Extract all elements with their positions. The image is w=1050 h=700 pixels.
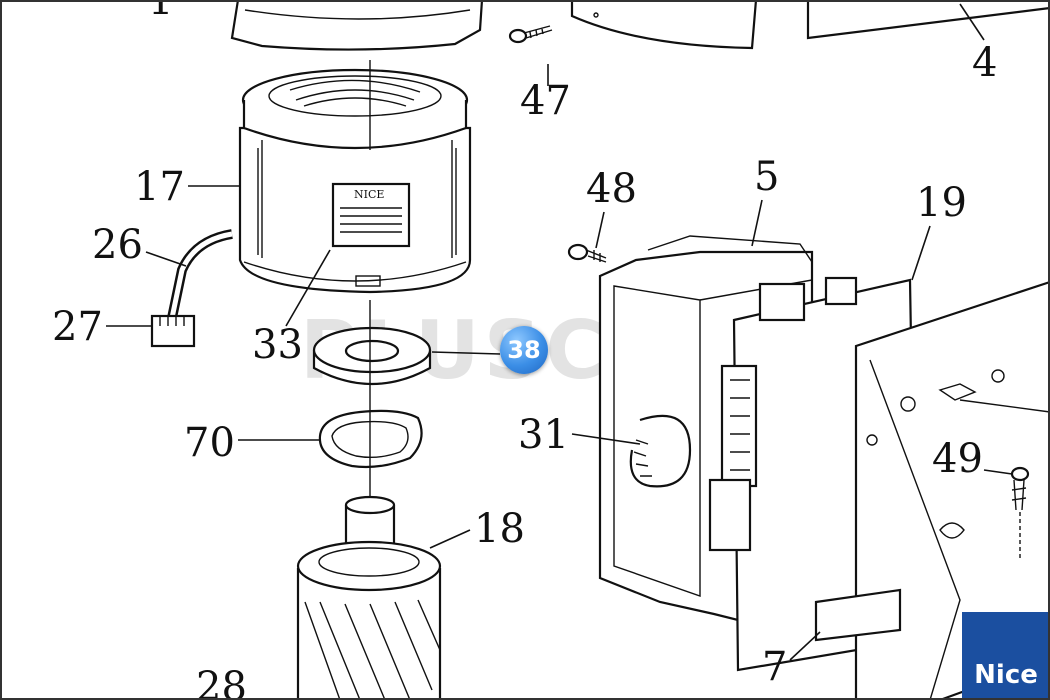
gasket-70[interactable]: [318, 409, 423, 469]
callout-31: 31: [518, 412, 569, 458]
callout-70: 70: [184, 420, 235, 466]
callout-17: 17: [134, 164, 185, 210]
motor-stator-17[interactable]: NICE: [238, 60, 472, 294]
callout-48: 48: [586, 166, 637, 212]
plate-7[interactable]: [814, 588, 902, 642]
panel-part-4[interactable]: [806, 0, 1050, 40]
callout-27: 27: [52, 304, 103, 350]
callout-33: 33: [252, 322, 303, 368]
spring-clip-31[interactable]: [629, 414, 692, 488]
highlighted-part-38-badge[interactable]: 38: [500, 326, 548, 374]
callout-5: 5: [754, 154, 779, 200]
nameplate-brand-text: NICE: [354, 188, 384, 201]
top-cover-part[interactable]: [230, 0, 484, 51]
cable-26[interactable]: [167, 229, 233, 320]
rotor-18[interactable]: [296, 300, 442, 700]
callout-4: 4: [972, 40, 997, 86]
callout-7: 7: [762, 644, 787, 690]
screw-47[interactable]: [508, 25, 553, 44]
callout-26: 26: [92, 222, 143, 268]
connector-27[interactable]: [150, 314, 196, 348]
callout-47: 47: [520, 78, 571, 124]
callout-19: 19: [916, 180, 967, 226]
callout-49: 49: [932, 436, 983, 482]
screw-48[interactable]: [567, 243, 607, 263]
callout-28: 28: [196, 664, 247, 700]
brand-logo: Nice: [962, 612, 1050, 700]
cover-part-right[interactable]: [570, 0, 758, 50]
callout-18: 18: [474, 506, 525, 552]
motor-nameplate: [331, 182, 411, 248]
screw-49[interactable]: [1010, 466, 1030, 560]
bearing-38[interactable]: [312, 326, 432, 386]
callout-1: 1: [148, 0, 173, 24]
